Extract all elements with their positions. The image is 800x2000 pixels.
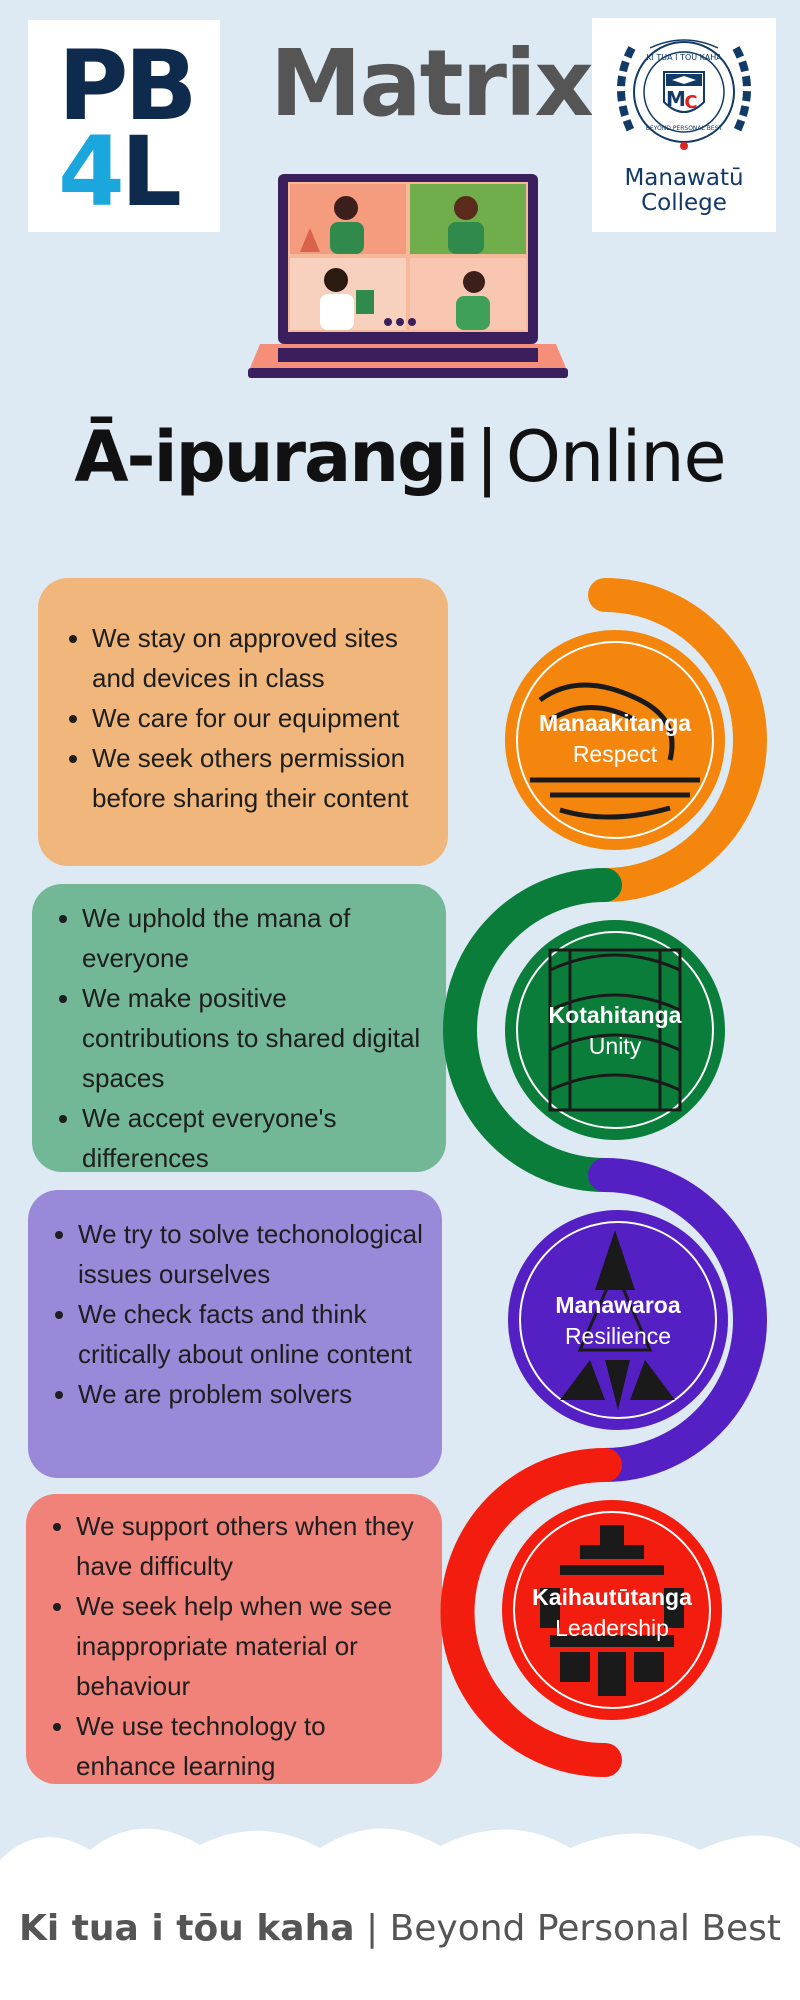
value-list-unity: We uphold the mana of everyone We make p… [32,898,428,1178]
main-title: Ā-ipurangi|Online [74,416,726,498]
page-title: Matrix [270,30,594,137]
pb4l-logo-text-pb: PB [58,30,198,142]
list-item: We seek others permission before sharing… [92,738,430,818]
college-crest-icon [617,39,751,150]
value-card-respect: We stay on approved sites and devices in… [38,578,448,866]
value-circle-resilience [508,1210,728,1430]
value-card-unity: We uphold the mana of everyone We make p… [32,884,446,1173]
list-item: We uphold the mana of everyone [82,898,428,978]
list-item: We check facts and think critically abou… [78,1294,424,1374]
value-list-respect: We stay on approved sites and devices in… [38,618,430,818]
college-motto-en-text: BEYOND PERSONAL BEST [646,125,723,132]
value-card-leadership: We support others when they have difficu… [26,1494,442,1784]
pb4l-logo-text-4l: 4L [58,116,182,228]
value-label-leadership: Kaihautūtanga Leadership [532,1584,692,1641]
college-initial-c: C [684,92,697,112]
college-initial-m: M [666,87,686,111]
list-item: We care for our equipment [92,698,430,738]
value-card-resilience: We try to solve techonological issues ou… [28,1190,442,1478]
value-label-unity: Kotahitanga Unity [548,1002,682,1059]
list-item: We try to solve techonological issues ou… [78,1214,424,1294]
footer-motto: Ki tua i tōu kaha | Beyond Personal Best [18,1908,782,1949]
college-name: Manawatū College [624,165,744,217]
koru-pattern-icon [530,682,700,820]
college-motto-text: KI TUA I TŌU KAHA [646,52,722,62]
woven-pattern-icon [548,948,682,1112]
college-logo: KI TUA I TŌU KAHA BEYOND PERSONAL BEST M… [592,18,776,232]
list-item: We seek help when we see inappropriate m… [76,1586,424,1706]
list-item: We support others when they have difficu… [76,1506,424,1586]
pb4l-logo: PB 4L [28,20,220,232]
laptop-video-call-icon [248,174,568,378]
triangle-pattern-icon [560,1230,675,1410]
list-item: We accept everyone's differences [82,1098,428,1178]
value-list-resilience: We try to solve techonological issues ou… [28,1214,424,1414]
list-item: We are problem solvers [78,1374,424,1414]
list-item: We use technology to enhance learning [76,1706,424,1786]
poutama-pattern-icon [540,1525,684,1696]
value-label-respect: Manaakitanga Respect [538,710,692,767]
value-list-leadership: We support others when they have difficu… [26,1506,424,1786]
value-label-resilience: Manawaroa Resilience [555,1292,681,1349]
list-item: We make positive contributions to shared… [82,978,428,1098]
footer-cloud-shape [0,1828,800,2000]
value-circle-leadership [502,1500,722,1720]
value-circle-unity [505,920,725,1140]
value-circle-respect [505,630,725,850]
list-item: We stay on approved sites and devices in… [92,618,430,698]
value-circles-graphic [440,578,767,1777]
